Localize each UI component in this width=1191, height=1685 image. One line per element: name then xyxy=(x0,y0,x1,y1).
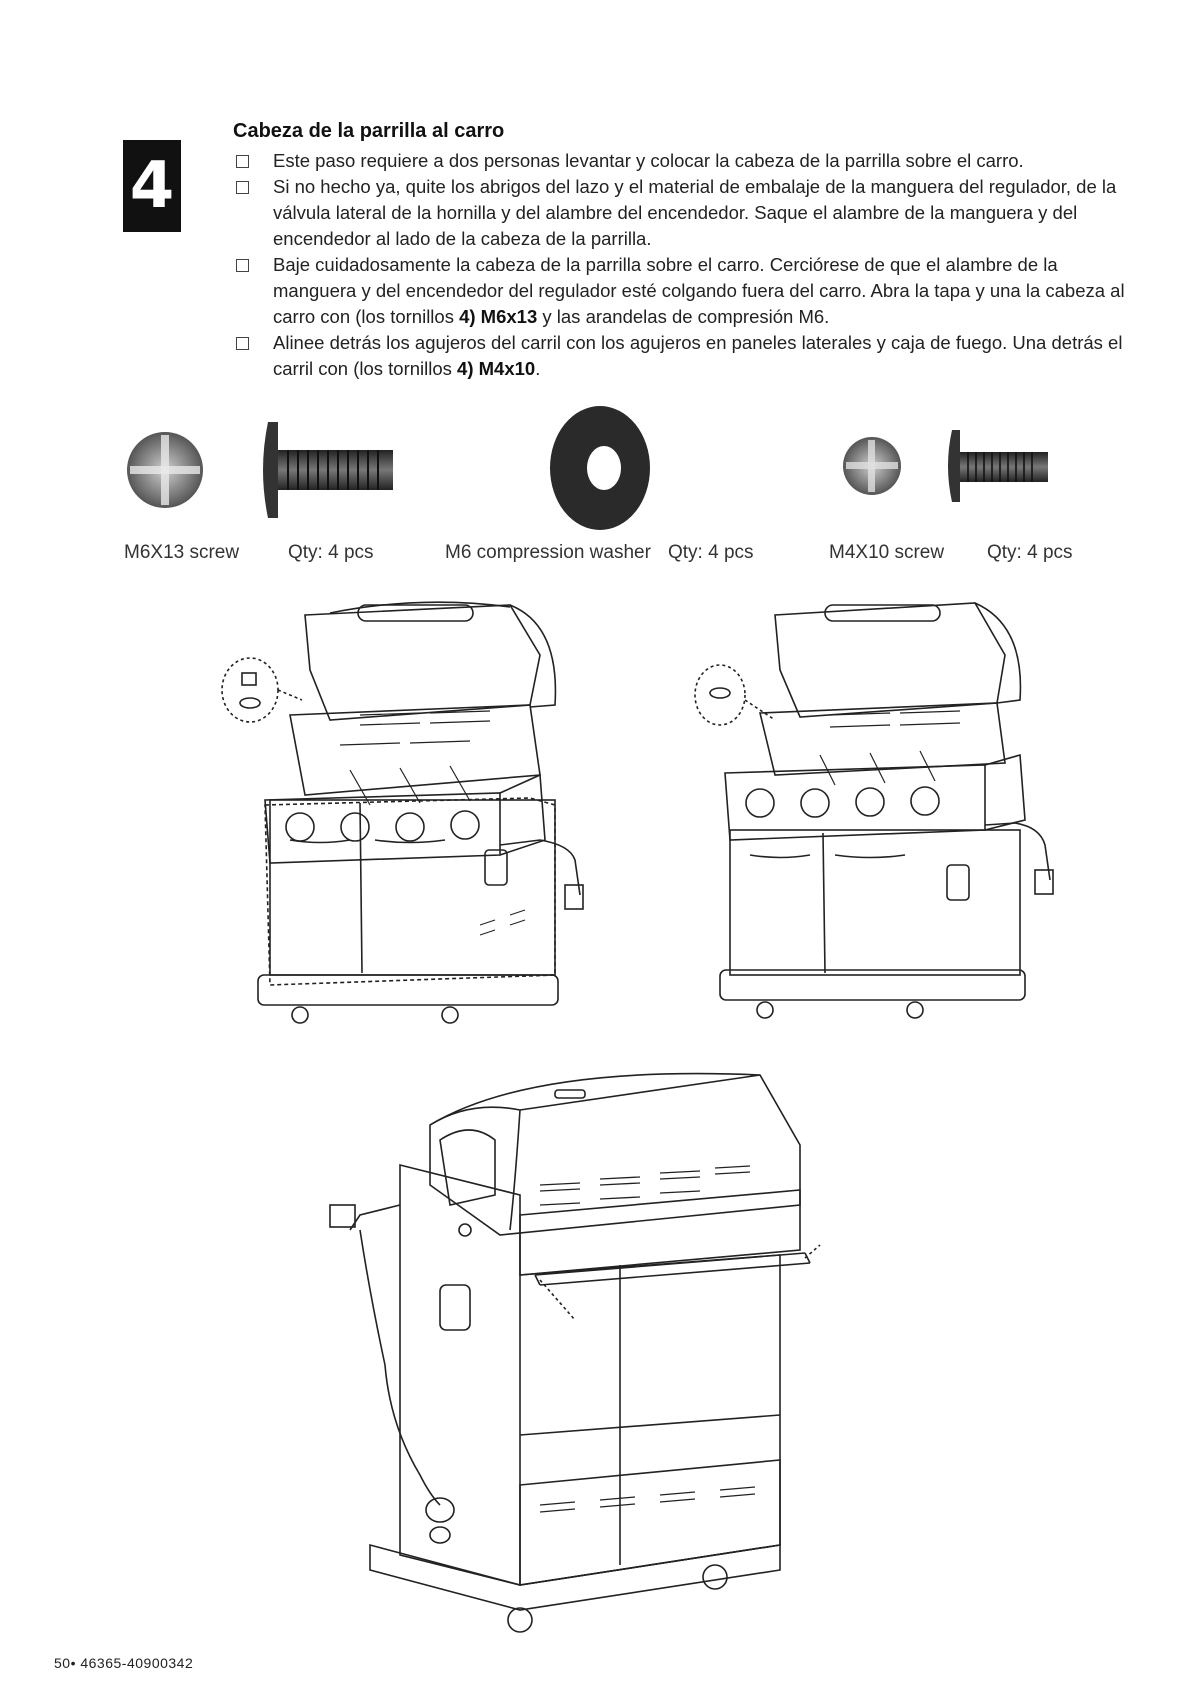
instruction-item: Alinee detrás los agujeros del carril co… xyxy=(233,330,1133,382)
checkbox-bullet-icon xyxy=(236,181,249,194)
step-number-badge: 4 xyxy=(123,140,181,232)
hardware-qty: Qty: 4 pcs xyxy=(987,542,1073,563)
m4x10-screw-side-icon xyxy=(948,430,1048,502)
instruction-text: Baje cuidadosamente la cabeza de la parr… xyxy=(273,254,1125,327)
instruction-bold: 4) M4x10 xyxy=(457,358,536,379)
m6-washer-icon xyxy=(550,406,650,530)
grill-head-to-cart-diagram-1 xyxy=(221,601,584,1024)
hardware-illustrations xyxy=(127,406,1048,530)
instruction-text: . xyxy=(535,358,541,379)
hardware-qty: Qty: 4 pcs xyxy=(288,542,374,563)
hardware-caption: M4X10 screw xyxy=(829,542,945,563)
step-number: 4 xyxy=(129,149,175,223)
instruction-text: Alinee detrás los agujeros del carril co… xyxy=(273,332,1123,379)
m6x13-screw-side-icon xyxy=(263,422,393,518)
m6x13-screw-head-icon xyxy=(127,432,203,508)
hardware-caption: M6 compression washer xyxy=(445,542,651,563)
m4x10-screw-head-icon xyxy=(843,437,901,495)
checkbox-bullet-icon xyxy=(236,337,249,350)
checkbox-bullet-icon xyxy=(236,259,249,272)
hardware-qty: Qty: 4 pcs xyxy=(668,542,754,563)
section-title: Cabeza de la parrilla al carro xyxy=(233,120,505,142)
page-footer: 50• 46365-40900342 xyxy=(54,1655,194,1671)
instruction-text: Este paso requiere a dos personas levant… xyxy=(273,150,1024,171)
grill-head-to-cart-diagram-2 xyxy=(694,602,1054,1019)
instruction-text: y las arandelas de compresión M6. xyxy=(537,306,830,327)
instruction-list: Este paso requiere a dos personas levant… xyxy=(233,148,1133,382)
instruction-bold: 4) M6x13 xyxy=(459,306,538,327)
instruction-item: Si no hecho ya, quite los abrigos del la… xyxy=(233,174,1133,252)
instruction-item: Este paso requiere a dos personas levant… xyxy=(233,148,1133,174)
rear-rail-attachment-diagram xyxy=(329,1072,821,1633)
hardware-caption: M6X13 screw xyxy=(124,542,240,563)
instruction-text: Si no hecho ya, quite los abrigos del la… xyxy=(273,176,1117,249)
checkbox-bullet-icon xyxy=(236,155,249,168)
instruction-item: Baje cuidadosamente la cabeza de la parr… xyxy=(233,252,1133,330)
